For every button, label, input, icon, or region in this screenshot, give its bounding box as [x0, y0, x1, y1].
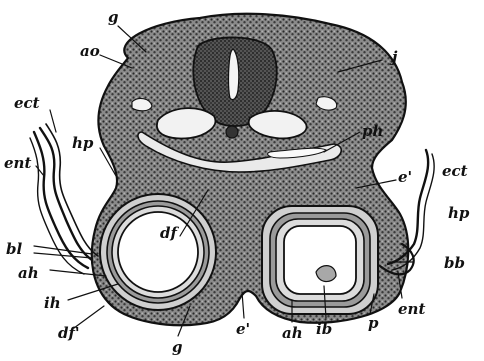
- left-heart-cavity: [118, 212, 198, 292]
- label-ib: ib: [316, 320, 332, 338]
- label-ect-left: ect: [14, 94, 40, 112]
- neural-canal: [229, 49, 239, 99]
- label-ao: ao: [80, 42, 100, 60]
- label-hp-right: hp: [448, 204, 470, 222]
- inner-bulge: [316, 266, 336, 282]
- label-ect-right: ect: [442, 162, 468, 180]
- label-ih-left: ih: [44, 294, 61, 312]
- label-df: df: [160, 224, 179, 242]
- label-g-top: g: [108, 8, 119, 26]
- label-df-prime: df': [58, 324, 80, 342]
- notochord: [226, 126, 238, 138]
- label-ph: ph: [362, 122, 383, 140]
- label-e-prime-bottom: e': [236, 320, 250, 338]
- label-ah-bottom: ah: [282, 324, 303, 342]
- label-bb-right: bb: [444, 254, 465, 272]
- label-ent-left: ent: [4, 154, 31, 172]
- label-ent-right: ent: [398, 300, 425, 318]
- label-p: p: [368, 314, 379, 332]
- label-bl-left: bl: [6, 240, 22, 258]
- label-ah-left: ah: [18, 264, 39, 282]
- label-e-prime-right: e': [398, 168, 412, 186]
- label-g-bottom: g: [172, 338, 183, 356]
- right-heart-cavity: [284, 226, 356, 294]
- label-hp-left: hp: [72, 134, 94, 152]
